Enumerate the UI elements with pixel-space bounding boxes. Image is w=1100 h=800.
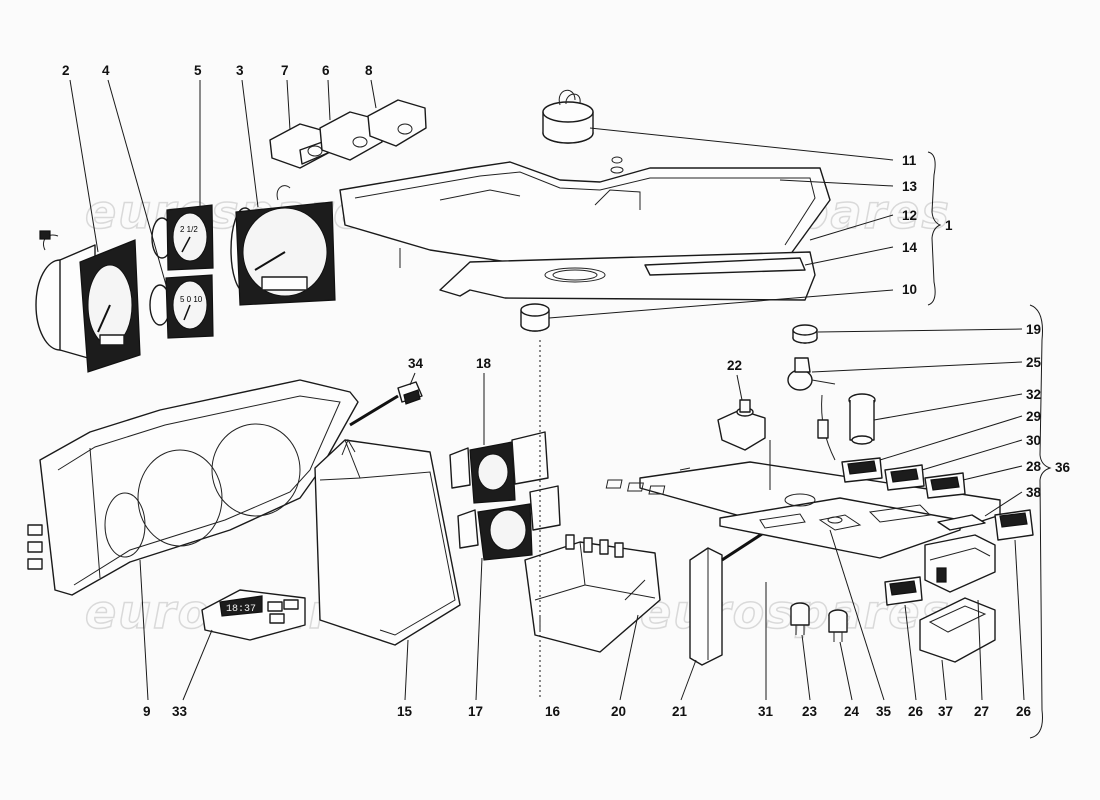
small-gauge-lower: 5 0 10 bbox=[149, 274, 214, 339]
label-16: 16 bbox=[545, 704, 561, 719]
label-22: 22 bbox=[727, 358, 742, 373]
svg-text:5 0 10: 5 0 10 bbox=[180, 295, 203, 304]
label-35: 35 bbox=[876, 704, 892, 719]
cigarette-lighter bbox=[848, 393, 876, 445]
label-15: 15 bbox=[397, 704, 413, 719]
label-24: 24 bbox=[844, 704, 860, 719]
label-30: 30 bbox=[1026, 433, 1041, 448]
leader-lines bbox=[69, 79, 1025, 701]
label-13: 13 bbox=[902, 179, 918, 194]
instrument-cluster-housing bbox=[27, 379, 359, 596]
label-25: 25 bbox=[1026, 355, 1042, 370]
label-12: 12 bbox=[902, 208, 917, 223]
label-31: 31 bbox=[758, 704, 774, 719]
relay-box bbox=[524, 534, 661, 653]
label-37: 37 bbox=[938, 704, 953, 719]
rocker-switch-26-right bbox=[994, 509, 1034, 541]
label-17: 17 bbox=[468, 704, 483, 719]
label-26b: 26 bbox=[1016, 704, 1032, 719]
label-6: 6 bbox=[322, 63, 330, 78]
switch-panel bbox=[605, 461, 1001, 559]
rocker-switch-29 bbox=[841, 457, 883, 483]
svg-text:2 1/2: 2 1/2 bbox=[180, 225, 198, 234]
small-gauge-upper: 2 1/2 bbox=[151, 204, 214, 271]
console-base-plate bbox=[399, 248, 816, 301]
switch-modules bbox=[269, 99, 427, 169]
console-tray bbox=[339, 161, 831, 271]
group-brace-36 bbox=[1029, 304, 1052, 739]
cap-19 bbox=[792, 324, 818, 344]
label-1: 1 bbox=[945, 218, 953, 233]
rocker-switch-28 bbox=[924, 472, 966, 499]
label-10: 10 bbox=[902, 282, 917, 297]
frame-37 bbox=[919, 597, 996, 663]
push-switch-23 bbox=[790, 602, 810, 635]
square-gauge-upper bbox=[449, 431, 549, 504]
label-36: 36 bbox=[1055, 460, 1071, 475]
rocker-switch-26-left bbox=[884, 576, 923, 606]
label-34: 34 bbox=[408, 356, 424, 371]
label-11: 11 bbox=[902, 153, 917, 168]
label-2: 2 bbox=[62, 63, 70, 78]
label-21: 21 bbox=[672, 704, 688, 719]
warning-light-22 bbox=[717, 399, 771, 490]
label-5: 5 bbox=[194, 63, 202, 78]
rotary-switch bbox=[542, 90, 624, 174]
label-29: 29 bbox=[1026, 409, 1041, 424]
group-brace-1 bbox=[927, 151, 942, 306]
label-27: 27 bbox=[974, 704, 989, 719]
label-28: 28 bbox=[1026, 459, 1042, 474]
label-7: 7 bbox=[281, 63, 289, 78]
label-14: 14 bbox=[902, 240, 918, 255]
knob-10 bbox=[520, 303, 550, 332]
label-23: 23 bbox=[802, 704, 818, 719]
part-labels: 2 4 5 3 7 6 8 11 13 12 1 14 10 19 25 32 … bbox=[62, 63, 1071, 719]
label-18: 18 bbox=[476, 356, 492, 371]
rocker-switch-30 bbox=[884, 464, 925, 491]
speedometer-gauge bbox=[230, 185, 336, 306]
label-19: 19 bbox=[1026, 322, 1041, 337]
tachometer-gauge bbox=[35, 230, 141, 373]
bracket-21 bbox=[689, 530, 766, 666]
label-38: 38 bbox=[1026, 485, 1042, 500]
label-8: 8 bbox=[365, 63, 373, 78]
instrument-box bbox=[314, 438, 461, 646]
clock-display: 18:37 bbox=[226, 604, 256, 615]
square-gauge-lower bbox=[457, 485, 561, 561]
light-socket-25 bbox=[787, 357, 836, 461]
connector-34 bbox=[349, 381, 423, 427]
double-switch-27 bbox=[924, 534, 996, 593]
label-32: 32 bbox=[1026, 387, 1041, 402]
label-9: 9 bbox=[143, 704, 151, 719]
blank-plate-38 bbox=[937, 514, 986, 531]
label-33: 33 bbox=[172, 704, 188, 719]
push-switch-24 bbox=[828, 609, 848, 642]
clock-module: 18:37 bbox=[201, 589, 306, 641]
label-20: 20 bbox=[611, 704, 626, 719]
label-4: 4 bbox=[102, 63, 110, 78]
label-26: 26 bbox=[908, 704, 924, 719]
label-3: 3 bbox=[236, 63, 244, 78]
